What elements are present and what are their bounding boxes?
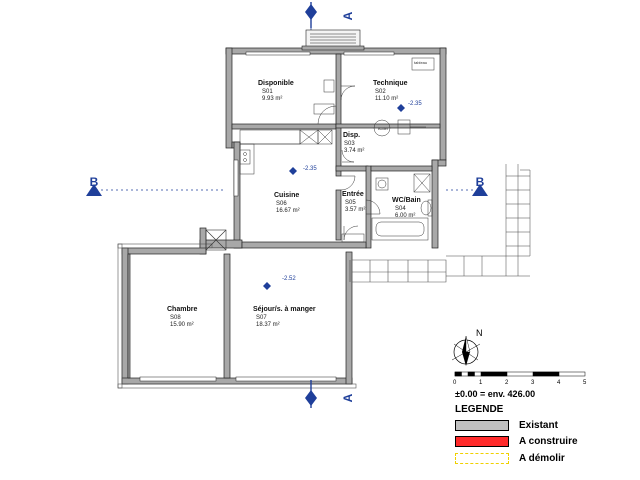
legend-label: A démolir — [519, 452, 565, 464]
legend-item-a-demolir: A démolir — [455, 451, 565, 465]
svg-text:Entrée: Entrée — [342, 191, 364, 198]
north-label: N — [476, 328, 483, 338]
technique-fixtures — [373, 57, 435, 137]
svg-text:4: 4 — [557, 380, 561, 386]
north-arrow-icon — [451, 335, 481, 366]
bathroom-fixtures — [371, 173, 433, 241]
kitchen-counter — [239, 129, 333, 175]
svg-text:S06: S06 — [276, 201, 287, 207]
svg-text:Chambre: Chambre — [167, 306, 197, 313]
svg-text:Cuisine: Cuisine — [274, 192, 299, 199]
level-kitchen: -2.35 — [303, 166, 317, 172]
section-b-right-label: B — [476, 175, 485, 189]
svg-text:9.93 m²: 9.93 m² — [262, 96, 282, 102]
section-arrow-a-top — [305, 2, 317, 28]
svg-text:S02: S02 — [375, 89, 386, 95]
legend-label: Existant — [519, 419, 558, 431]
room-label-technique: Technique S02 11.10 m² — [373, 80, 408, 102]
room-label-cuisine: Cuisine S06 16.67 m² — [274, 192, 300, 214]
legend-item-a-construire: A construire — [455, 434, 578, 448]
section-arrow-b-left — [86, 184, 102, 196]
level-technique: -2.35 — [408, 101, 422, 107]
shaft — [205, 229, 227, 251]
legend-title: LEGENDE — [455, 404, 504, 415]
svg-text:S03: S03 — [344, 141, 355, 147]
room-label-sejour: Séjour/s. à manger S07 18.37 m² — [253, 306, 316, 328]
room-label-wc-bain: WC/Bain S04 6.00 m² — [392, 197, 421, 219]
legend-swatch — [455, 452, 509, 464]
legend-swatch — [455, 419, 509, 431]
svg-text:Technique: Technique — [373, 80, 408, 87]
section-a-bottom-label: A — [341, 393, 355, 402]
svg-text:3: 3 — [531, 380, 535, 386]
boiler-label: Boiler — [378, 126, 389, 131]
svg-text:16.67 m²: 16.67 m² — [276, 208, 300, 214]
room-label-entree: Entrée S05 3.57 m² — [342, 191, 365, 213]
room-label-disponible: Disponible S01 9.93 m² — [258, 80, 294, 102]
svg-text:Disp.: Disp. — [343, 132, 360, 139]
svg-text:Séjour/s. à manger: Séjour/s. à manger — [253, 306, 316, 313]
legend-item-existant: Existant — [455, 418, 558, 432]
svg-text:1: 1 — [479, 380, 483, 386]
door-swings — [317, 85, 381, 241]
svg-text:S04: S04 — [395, 206, 406, 212]
svg-text:S05: S05 — [345, 200, 356, 206]
svg-text:0: 0 — [453, 380, 457, 386]
svg-text:Disponible: Disponible — [258, 80, 294, 87]
scale-bar — [454, 371, 586, 377]
room-label-chambre: Chambre S08 15.90 m² — [167, 306, 197, 328]
section-b-left-label: B — [90, 175, 99, 189]
svg-text:S01: S01 — [262, 89, 273, 95]
svg-text:S07: S07 — [256, 315, 267, 321]
box-label: tableau — [414, 60, 427, 65]
svg-text:WC/Bain: WC/Bain — [392, 197, 421, 204]
svg-text:3.74 m²: 3.74 m² — [344, 148, 364, 154]
svg-text:2: 2 — [505, 380, 509, 386]
room-label-disp: Disp. S03 3.74 m² — [343, 132, 364, 154]
svg-text:3.57 m²: 3.57 m² — [345, 207, 365, 213]
svg-text:18.37 m²: 18.37 m² — [256, 322, 280, 328]
section-arrow-a-bottom — [305, 380, 317, 408]
level-marker-icon — [263, 104, 405, 290]
legend-swatch — [455, 435, 509, 447]
svg-text:6.00 m²: 6.00 m² — [395, 213, 415, 219]
section-a-top-label: A — [341, 11, 355, 20]
windows — [139, 51, 395, 382]
scale-ticks: 0 1 2 3 4 5 — [453, 380, 587, 386]
svg-text:5: 5 — [583, 380, 587, 386]
level-sejour: -2.52 — [282, 276, 296, 282]
section-arrow-b-right — [472, 184, 488, 196]
stair — [313, 79, 365, 282]
svg-text:S08: S08 — [170, 315, 181, 321]
terrace-outline — [117, 243, 447, 389]
svg-text:11.10 m²: 11.10 m² — [375, 96, 398, 102]
svg-text:15.90 m²: 15.90 m² — [170, 322, 194, 328]
exterior-terrace — [446, 164, 531, 277]
elevation-reference: ±0.00 = env. 426.00 — [455, 389, 535, 399]
light-well — [301, 29, 365, 51]
legend-label: A construire — [519, 435, 578, 447]
